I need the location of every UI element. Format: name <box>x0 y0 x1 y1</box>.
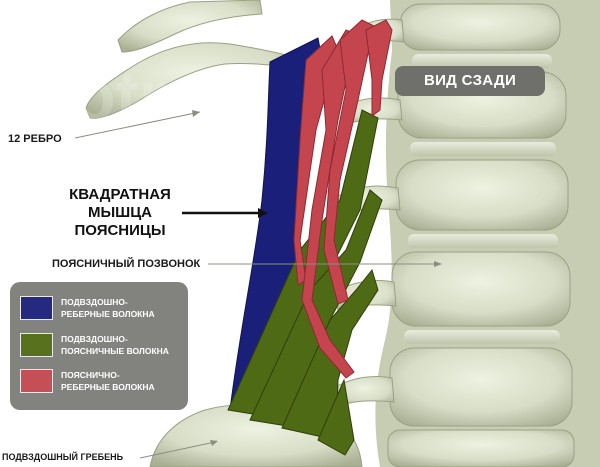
lumbocostal-fibers <box>293 19 393 379</box>
legend-line2: ПОЯСНИЧНЫЕ ВОЛОКНА <box>61 346 169 356</box>
iliac-crest-label: ПОДВЗДОШНЫЙ ГРЕБЕНЬ <box>2 452 124 462</box>
legend-text-iliolumbar: ПОДВЗДОШНО- ПОЯСНИЧНЫЕ ВОЛОКНА <box>61 333 169 357</box>
legend-swatch-iliolumbar <box>20 333 53 357</box>
vertebra-label: ПОЯСНИЧНЫЙ ПОЗВОНОК <box>52 258 201 270</box>
legend-line1: ПОДВЗДОШНО- <box>61 297 128 307</box>
legend-line1: ПОДВЗДОШНО- <box>61 334 128 344</box>
rib-11 <box>117 0 263 53</box>
rib12-label: 12 РЕБРО <box>8 133 62 145</box>
legend-line1: ПОЯСНИЧНО- <box>61 370 120 380</box>
legend-line2: РЕБЕРНЫЕ ВОЛОКНА <box>61 382 155 392</box>
muscle-title: КВАДРАТНАЯ МЫШЦА ПОЯСНИЦЫ <box>40 186 200 240</box>
legend-item-iliocostal: ПОДВЗДОШНО- РЕБЕРНЫЕ ВОЛОКНА <box>20 293 185 323</box>
legend-text-lumbocostal: ПОЯСНИЧНО- РЕБЕРНЫЕ ВОЛОКНА <box>61 369 155 393</box>
watermark-text: evotren <box>0 57 248 135</box>
view-label: ВИД СЗАДИ <box>395 66 545 96</box>
legend-line2: РЕБЕРНЫЕ ВОЛОКНА <box>61 309 155 319</box>
legend-text-iliocostal: ПОДВЗДОШНО- РЕБЕРНЫЕ ВОЛОКНА <box>61 296 155 320</box>
pointer-lines <box>74 110 442 459</box>
legend-item-lumbocostal: ПОЯСНИЧНО- РЕБЕРНЫЕ ВОЛОКНА <box>20 366 185 396</box>
muscle-title-line3: ПОЯСНИЦЫ <box>74 222 166 239</box>
legend-item-iliolumbar: ПОДВЗДОШНО- ПОЯСНИЧНЫЕ ВОЛОКНА <box>20 330 185 360</box>
muscle-title-line1: КВАДРАТНАЯ <box>69 186 171 203</box>
muscle-title-line2: МЫШЦА <box>87 204 153 221</box>
legend-swatch-lumbocostal <box>20 369 53 393</box>
legend-swatch-iliocostal <box>20 296 53 320</box>
legend-panel: ПОДВЗДОШНО- РЕБЕРНЫЕ ВОЛОКНА ПОДВЗДОШНО-… <box>10 282 188 410</box>
